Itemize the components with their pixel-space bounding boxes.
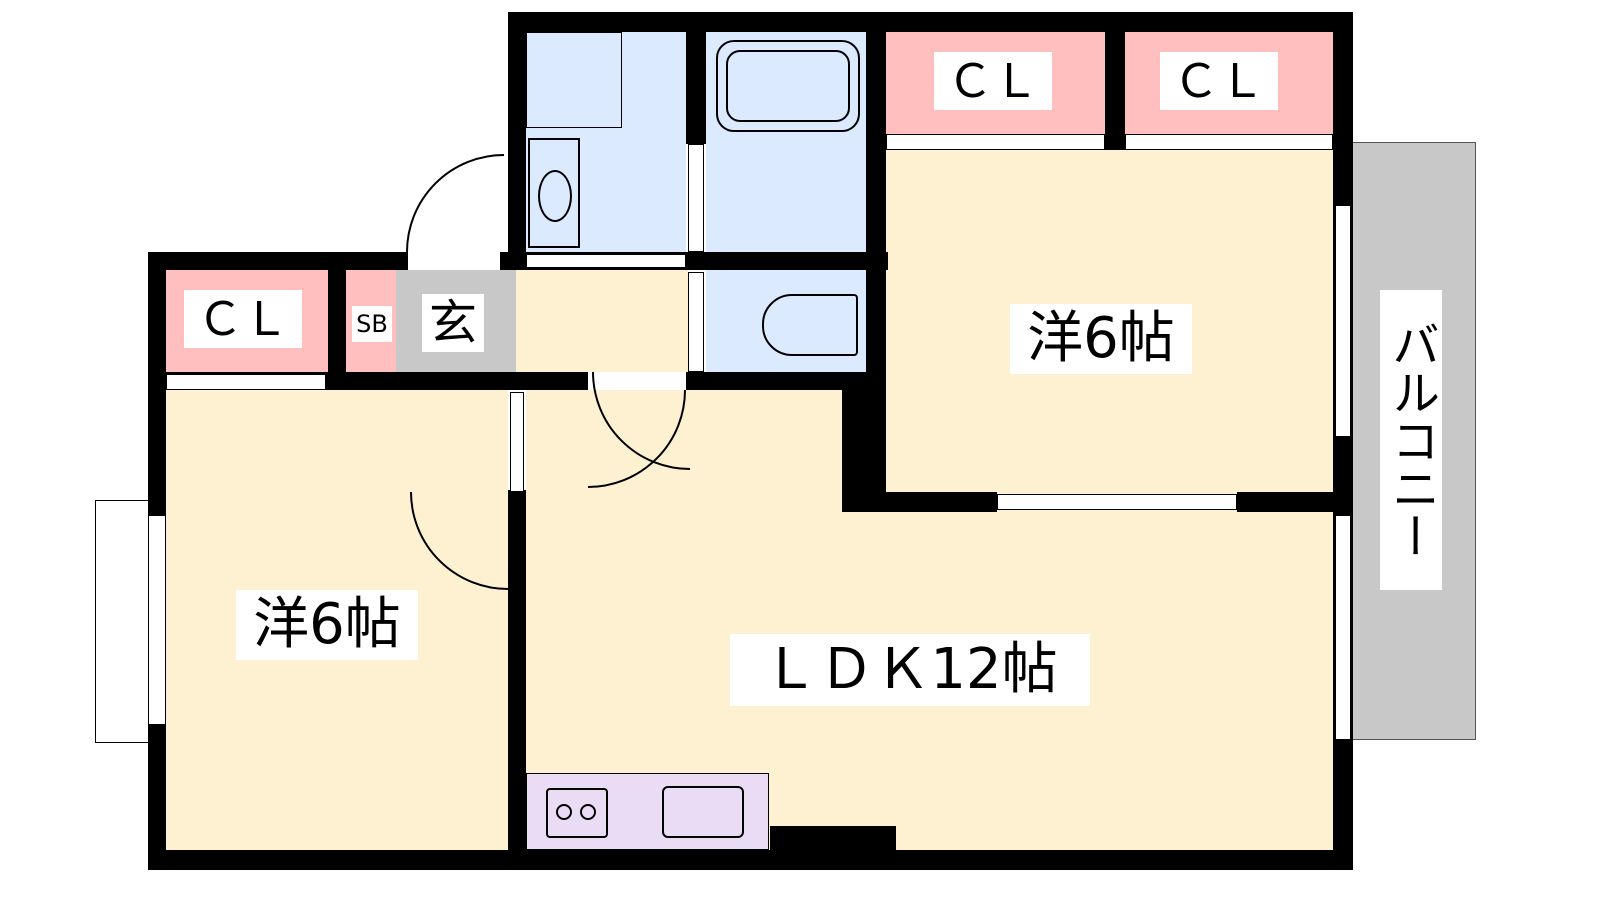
bathtub-icon <box>716 40 860 132</box>
western-room-right-label: 洋6帖 <box>1010 304 1192 374</box>
wall-right <box>1333 12 1353 870</box>
window-right-lower <box>1335 515 1351 740</box>
room-door-frame <box>510 392 524 492</box>
western-room-left-label: 洋6帖 <box>236 590 418 660</box>
wall-ldk-top-right <box>1237 492 1337 512</box>
toilet-door-frame <box>688 272 704 372</box>
hallway <box>516 270 688 372</box>
entrance-label: 玄 <box>422 294 484 352</box>
closet-door-top-right <box>1125 134 1333 150</box>
balcony-label: バルコニー <box>1380 290 1442 590</box>
washing-machine-space <box>526 32 622 128</box>
left-window-ledge <box>95 500 150 743</box>
washbasin-icon <box>528 138 580 248</box>
wall-ldk-top <box>842 492 997 512</box>
wall-closet-divider <box>1105 32 1125 150</box>
closet-top-left-label: ＣＬ <box>934 52 1052 110</box>
wall-sb <box>328 270 346 372</box>
wall-bottom <box>148 850 1353 870</box>
kitchen-wall-block <box>770 826 896 852</box>
wall-entry-left <box>508 12 526 270</box>
wall-ldk-block <box>842 390 886 512</box>
washroom-door <box>526 254 686 268</box>
stove-icon <box>546 788 608 838</box>
window-right-upper <box>1335 205 1351 437</box>
sink-icon <box>662 786 744 838</box>
wall-bath-divider <box>686 32 706 144</box>
sliding-door-room <box>997 494 1237 510</box>
closet-door-top-left <box>886 134 1105 150</box>
closet-top-right-label: ＣＬ <box>1160 52 1278 110</box>
shoe-box-label: SB <box>352 306 392 342</box>
wall-wet-right <box>866 12 886 390</box>
ldk-label: ＬＤＫ12帖 <box>730 634 1090 706</box>
wall-top <box>508 12 1353 32</box>
wall-left-top <box>148 252 408 270</box>
closet-door-left <box>166 374 326 390</box>
closet-left-label: ＣＬ <box>184 290 302 348</box>
wall-rooms-divider <box>508 490 526 860</box>
toilet-icon <box>762 294 858 356</box>
window-left <box>148 515 166 725</box>
wall-mid-horizontal-2 <box>686 372 886 390</box>
bathroom <box>706 32 866 252</box>
bath-door <box>688 144 704 252</box>
